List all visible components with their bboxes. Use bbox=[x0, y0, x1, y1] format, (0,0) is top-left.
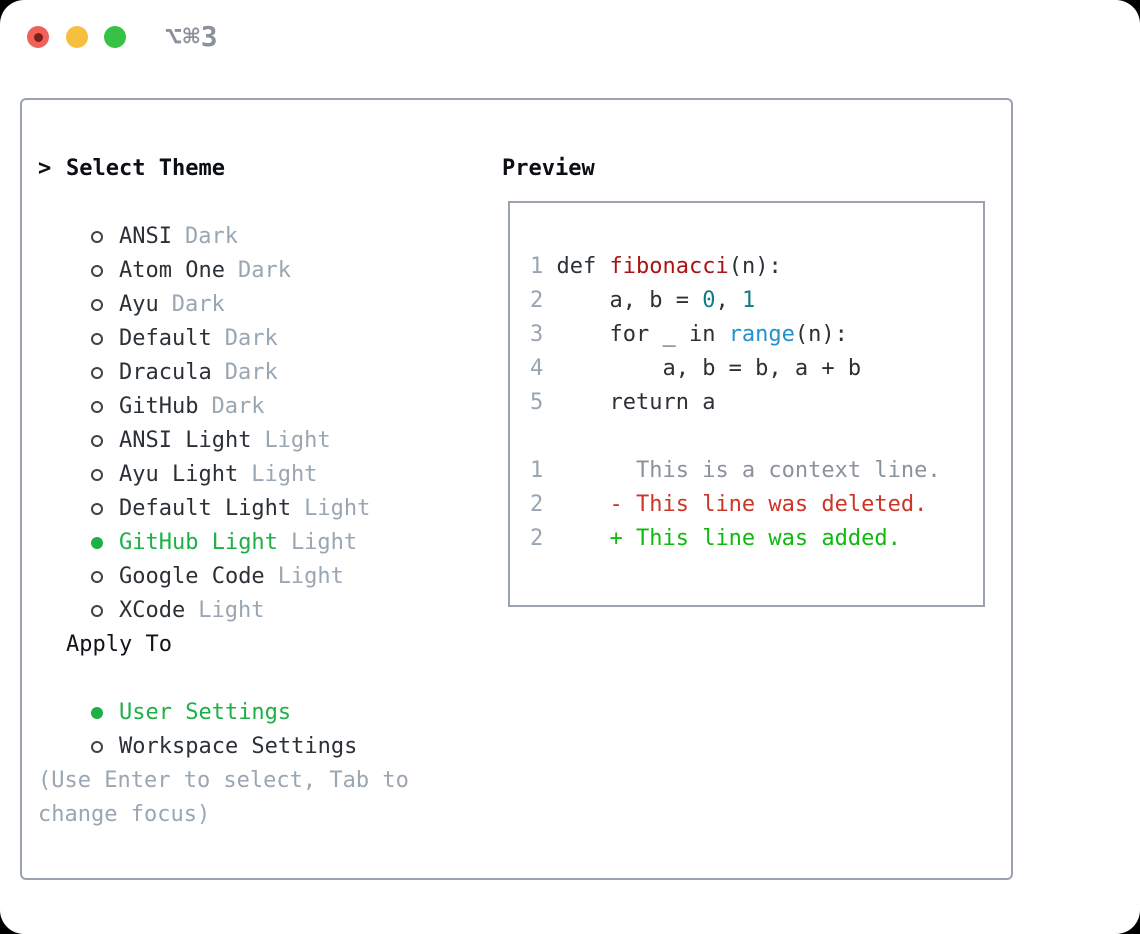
theme-variant-badge: Dark bbox=[224, 326, 278, 351]
preview-line: 1 def fibonacci(n): bbox=[530, 254, 782, 279]
theme-variant-badge: Dark bbox=[171, 292, 225, 317]
apply-option[interactable]: Workspace Settings bbox=[38, 696, 468, 759]
apply-option[interactable]: User Settings bbox=[38, 662, 468, 725]
radio-icon bbox=[90, 560, 119, 594]
preview-box: 1 def fibonacci(n): 2 a, b = 0, 1 3 for _ … bbox=[508, 201, 985, 607]
preview-line: 2 a, b = 0, 1 bbox=[530, 288, 756, 313]
theme-variant-badge: Dark bbox=[184, 224, 238, 249]
radio-icon bbox=[90, 254, 119, 288]
radio-icon bbox=[90, 696, 119, 730]
preview-header: Preview bbox=[502, 156, 595, 181]
theme-variant-badge: Light bbox=[304, 496, 371, 521]
radio-icon bbox=[90, 288, 119, 322]
theme-variant-badge: Light bbox=[290, 530, 358, 555]
titlebar: ⌥⌘3 bbox=[0, 0, 1140, 74]
radio-icon bbox=[90, 594, 119, 628]
minimize-button[interactable] bbox=[66, 26, 88, 48]
theme-variant-badge: Light bbox=[277, 564, 344, 589]
preview-line: 1 This is a context line. bbox=[530, 458, 941, 483]
theme-variant-badge: Light bbox=[264, 428, 331, 453]
select-theme-title: Select Theme bbox=[66, 156, 225, 181]
radio-icon bbox=[90, 424, 119, 458]
close-dot-icon bbox=[33, 32, 43, 42]
theme-variant-badge: Dark bbox=[211, 394, 265, 419]
radio-icon bbox=[90, 458, 119, 492]
window-title: ⌥⌘3 bbox=[165, 20, 219, 53]
preview-line: 5 return a bbox=[530, 390, 716, 415]
select-theme-header: > Select Theme bbox=[38, 152, 468, 186]
theme-variant-badge: Light bbox=[251, 462, 318, 487]
apply-to-options: User Settings Workspace Settings bbox=[38, 662, 468, 759]
preview-line: 4 a, b = b, a + b bbox=[530, 356, 862, 381]
focus-caret-icon: > bbox=[38, 156, 52, 181]
radio-icon bbox=[90, 220, 119, 254]
radio-icon bbox=[90, 492, 119, 526]
radio-icon bbox=[90, 356, 119, 390]
close-button[interactable] bbox=[27, 26, 49, 48]
preview-line: 3 for _ in range(n): bbox=[530, 322, 848, 347]
radio-icon bbox=[90, 390, 119, 424]
zoom-button[interactable] bbox=[104, 26, 126, 48]
preview-line: 2 - This line was deleted. bbox=[530, 492, 928, 517]
preview-line: 2 + This line was added. bbox=[530, 526, 901, 551]
keyboard-hint: (Use Enter to select, Tab to change focu… bbox=[38, 768, 409, 827]
apply-to-header: Apply To bbox=[66, 632, 172, 657]
radio-icon bbox=[90, 322, 119, 356]
radio-icon bbox=[90, 730, 119, 764]
theme-variant-badge: Dark bbox=[237, 258, 291, 283]
theme-variant-badge: Light bbox=[198, 598, 265, 623]
theme-variant-badge: Dark bbox=[224, 360, 278, 385]
radio-icon bbox=[90, 526, 119, 560]
preview-line bbox=[530, 420, 983, 454]
